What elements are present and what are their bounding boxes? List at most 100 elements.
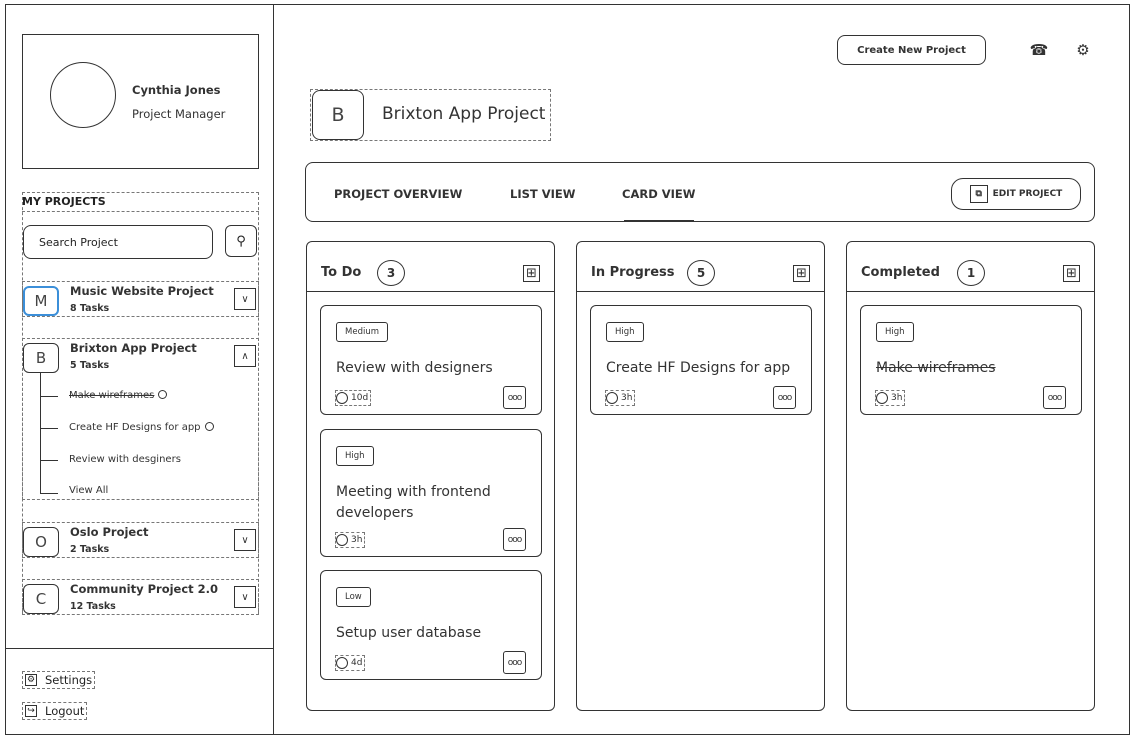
profile-card: Cynthia Jones Project Manager — [22, 34, 259, 169]
subtask-item[interactable]: Create HF Designs for app — [69, 422, 214, 433]
app-frame — [5, 4, 1130, 735]
sidebar-item-brixton-app[interactable]: B Brixton App Project 5 Tasks ∧ — [22, 338, 259, 500]
card-duration: 3h — [875, 390, 906, 406]
card-duration: 3h — [335, 532, 366, 548]
edit-icon: ⧉ — [969, 185, 988, 203]
notification-icon[interactable]: ☎ — [1029, 41, 1049, 59]
more-options-button[interactable]: ooo — [503, 651, 526, 674]
logout-icon: ↪ — [25, 705, 37, 717]
view-tabs: PROJECT OVERVIEW LIST VIEW CARD VIEW ⧉ E… — [305, 162, 1095, 222]
project-task-count: 8 Tasks — [70, 303, 110, 314]
gear-icon[interactable]: ⚙ — [1076, 41, 1090, 59]
logout-link[interactable]: ↪ Logout — [22, 702, 88, 720]
priority-badge: High — [876, 322, 914, 342]
more-options-button[interactable]: ooo — [1043, 386, 1066, 409]
card-title: Make wireframes — [876, 360, 996, 376]
sidebar-divider — [5, 648, 274, 649]
column-title: To Do — [321, 265, 362, 280]
subtask-item[interactable]: Review with desginers — [69, 454, 181, 465]
create-project-button[interactable]: Create New Project — [837, 35, 986, 65]
status-circle-icon[interactable] — [158, 390, 168, 399]
view-all-link[interactable]: View All — [69, 485, 109, 496]
add-icon[interactable]: ⊞ — [523, 265, 540, 282]
column-completed: Completed 1 ⊞ High Make wireframes 3h oo… — [846, 241, 1095, 711]
card-title: Create HF Designs for app — [606, 360, 791, 376]
column-in-progress: In Progress 5 ⊞ High Create HF Designs f… — [576, 241, 825, 711]
more-options-button[interactable]: ooo — [503, 386, 526, 409]
duration-label: 4d — [351, 658, 363, 668]
card-title: Meeting with frontend developers — [336, 484, 491, 521]
settings-label: Settings — [45, 673, 93, 687]
subtask-label: Create HF Designs for app — [69, 422, 201, 433]
sidebar-item-oslo[interactable]: O Oslo Project 2 Tasks ∨ — [22, 522, 259, 558]
tab-project-overview[interactable]: PROJECT OVERVIEW — [334, 187, 463, 201]
project-badge: C — [23, 584, 59, 614]
search-icon: ⚲ — [236, 233, 246, 249]
tree-branch — [40, 493, 58, 494]
clock-icon — [336, 534, 348, 546]
chevron-down-icon[interactable]: ∨ — [234, 529, 256, 551]
column-header: To Do 3 ⊞ — [307, 242, 554, 292]
column-count-badge: 3 — [377, 260, 405, 286]
tree-line — [40, 372, 41, 494]
card-duration: 10d — [335, 390, 372, 406]
project-title-badge: B — [312, 90, 364, 140]
chevron-up-icon[interactable]: ∧ — [234, 345, 256, 367]
column-count-badge: 5 — [687, 260, 715, 286]
profile-name: Cynthia Jones — [132, 83, 221, 97]
sidebar-item-music-website[interactable]: M Music Website Project 8 Tasks ∨ — [22, 281, 259, 317]
avatar[interactable] — [50, 62, 116, 128]
project-name: Music Website Project — [70, 284, 214, 298]
edit-project-button[interactable]: ⧉ EDIT PROJECT — [951, 178, 1081, 210]
search-input[interactable]: Search Project — [23, 225, 213, 259]
column-header: Completed 1 ⊞ — [847, 242, 1094, 292]
task-card[interactable]: Low Setup user database 4d ooo — [320, 570, 542, 680]
more-options-button[interactable]: ooo — [773, 386, 796, 409]
tree-branch — [40, 460, 58, 461]
task-card[interactable]: High Create HF Designs for app 3h ooo — [590, 305, 812, 415]
add-icon[interactable]: ⊞ — [1063, 265, 1080, 282]
duration-label: 3h — [621, 393, 633, 403]
settings-link[interactable]: ⚙ Settings — [22, 671, 96, 689]
chevron-down-icon[interactable]: ∨ — [234, 586, 256, 608]
project-name: Oslo Project — [70, 525, 149, 539]
project-task-count: 12 Tasks — [70, 601, 116, 612]
sidebar — [5, 4, 274, 735]
subtask-item[interactable]: Make wireframes — [69, 390, 168, 401]
task-card[interactable]: High Make wireframes 3h ooo — [860, 305, 1082, 415]
project-badge: B — [23, 343, 59, 373]
column-to-do: To Do 3 ⊞ Medium Review with designers 1… — [306, 241, 555, 711]
subtask-label: Review with desginers — [69, 454, 181, 465]
card-title: Review with designers — [336, 360, 493, 376]
add-icon[interactable]: ⊞ — [793, 265, 810, 282]
priority-badge: High — [336, 446, 374, 466]
status-circle-icon[interactable] — [204, 422, 214, 431]
task-card[interactable]: Medium Review with designers 10d ooo — [320, 305, 542, 415]
project-name: Community Project 2.0 — [70, 582, 219, 596]
search-button[interactable]: ⚲ — [225, 225, 257, 257]
chevron-down-icon[interactable]: ∨ — [234, 288, 256, 310]
tab-list-view[interactable]: LIST VIEW — [510, 187, 576, 201]
duration-label: 3h — [891, 393, 903, 403]
logout-label: Logout — [45, 704, 85, 718]
tree-branch — [40, 396, 58, 397]
sidebar-item-community[interactable]: C Community Project 2.0 12 Tasks ∨ — [22, 579, 259, 615]
tab-card-view[interactable]: CARD VIEW — [622, 187, 696, 201]
project-title: Brixton App Project — [382, 104, 546, 124]
edit-project-label: EDIT PROJECT — [992, 189, 1063, 199]
column-title: In Progress — [591, 265, 675, 280]
duration-label: 3h — [351, 535, 363, 545]
more-options-button[interactable]: ooo — [503, 528, 526, 551]
project-badge: O — [23, 527, 59, 557]
card-title: Setup user database — [336, 625, 482, 641]
subtask-label: Make wireframes — [69, 390, 155, 401]
priority-badge: High — [606, 322, 644, 342]
column-header: In Progress 5 ⊞ — [577, 242, 824, 292]
gear-icon: ⚙ — [25, 674, 37, 686]
active-tab-indicator — [624, 220, 694, 222]
duration-label: 10d — [351, 393, 369, 403]
clock-icon — [336, 392, 348, 404]
clock-icon — [336, 657, 348, 669]
task-card[interactable]: High Meeting with frontend developers 3h… — [320, 429, 542, 557]
tree-branch — [40, 428, 58, 429]
